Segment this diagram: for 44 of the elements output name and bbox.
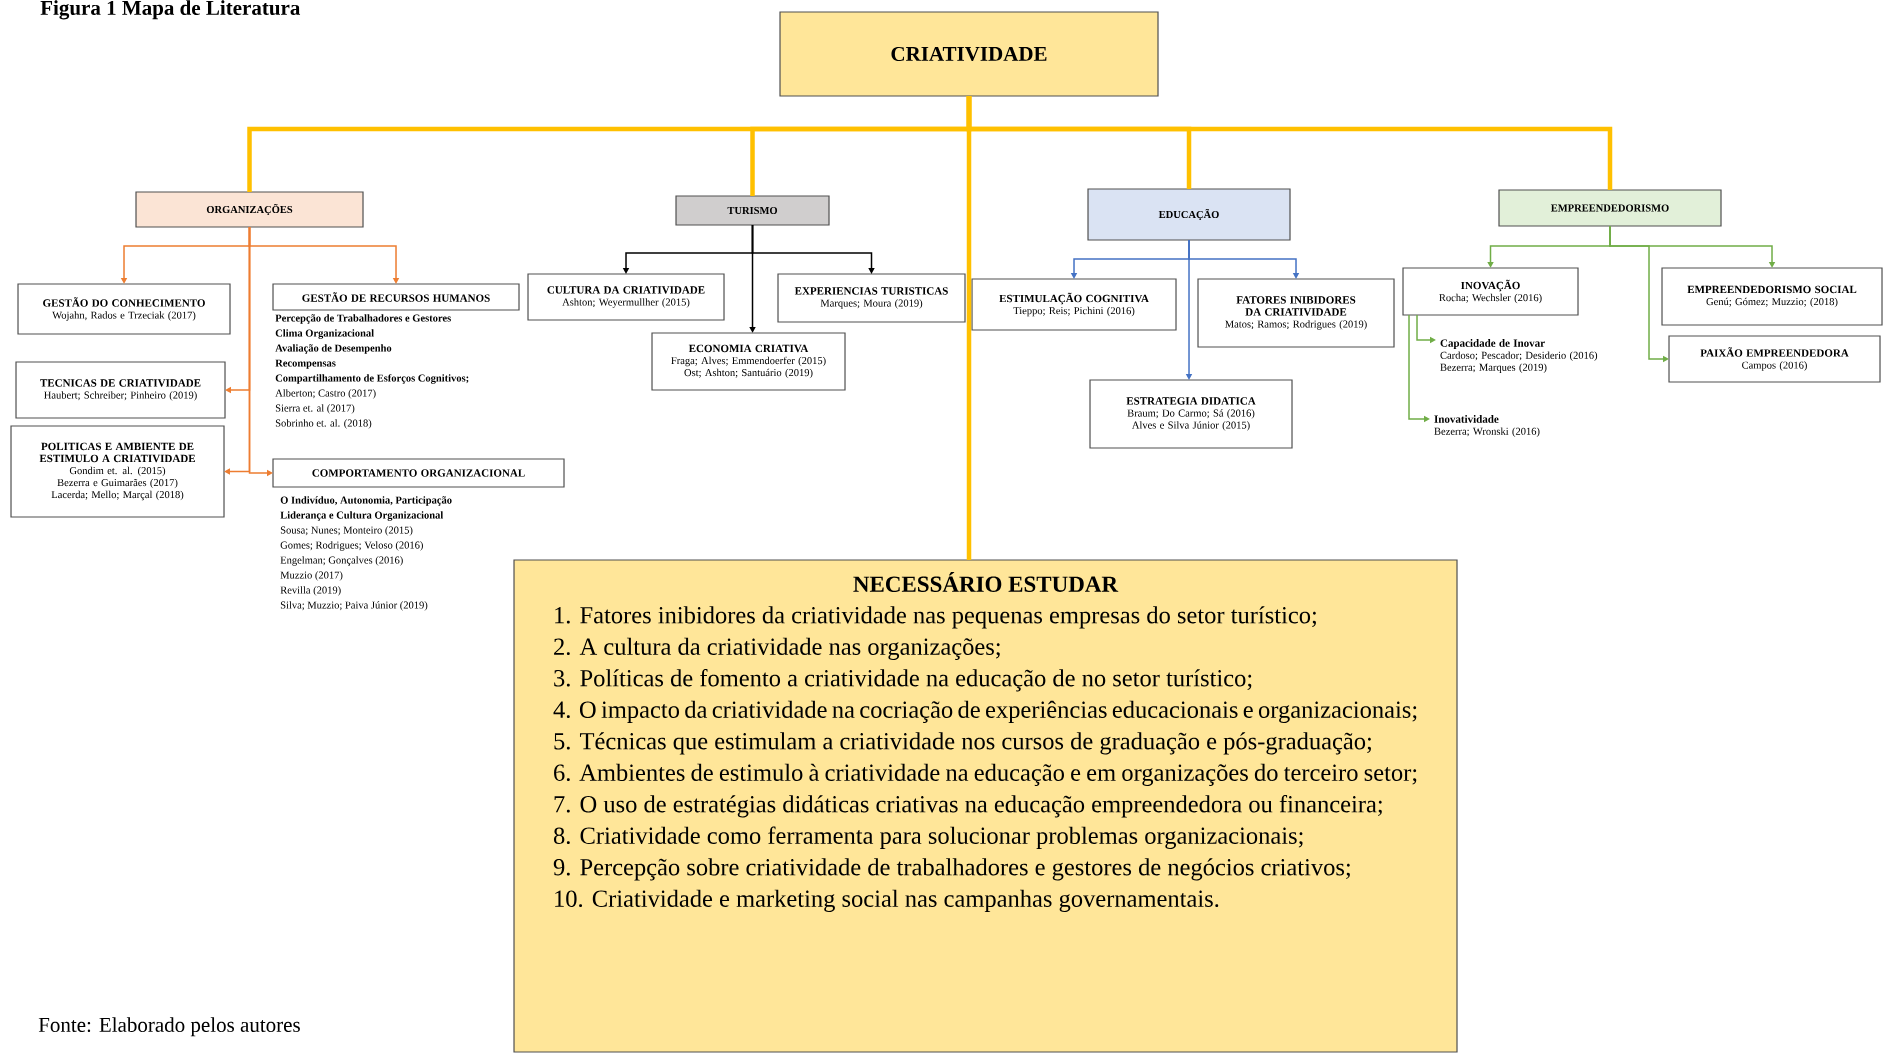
arrow <box>749 224 756 333</box>
reference-list: O Indivíduo, Autonomia, Participação Liderança e Cultura Organizacional Sousa; Nunes; Monteiro (2015) Gomes; Rodrigues; Veloso (2016) Engelman; Gonçalves (2016) Muzzio (2017) Revilla (2019) Silva; Muzzio; Paiva Júnior (2019) <box>280 496 452 611</box>
topic-text: Capacidade de Inovar Cardoso; Pescador; Desiderio (2016) Bezerra; Marques (2019) <box>1440 339 1598 373</box>
topic-box: TECNICAS DE CRIATIVIDADE Haubert; Schreiber; Pinheiro (2019) <box>15 361 226 419</box>
topic-box: CULTURA DA CRIATIVIDADE Ashton; Weyermullher (2015) <box>527 273 725 321</box>
root-box: CRIATIVIDADE <box>779 11 1159 97</box>
topic-text: Inovatividade Bezerra; Wronski (2016) <box>1434 415 1540 437</box>
topic-box: ESTIMULAÇÃO COGNITIVA Tieppo; Reis; Pichini (2016) <box>971 278 1177 331</box>
node-label: Recompensas <box>275 359 336 369</box>
node-label: Clima Organizacional <box>275 329 374 339</box>
node-label: Alberton; Castro (2017) <box>275 389 376 399</box>
node-label: Silva; Muzzio; Paiva Júnior (2019) <box>280 601 428 611</box>
topic-box: EMPREENDEDORISMO SOCIAL Genú; Gómez; Muzzio; (2018) <box>1661 267 1883 326</box>
node-label: Sobrinho et. al. (2018) <box>275 419 372 429</box>
node-label: Percepção de Trabalhadores e Gestores <box>275 314 451 324</box>
node-label: Avaliação de Desempenho <box>275 344 392 354</box>
category-box: TURISMO <box>675 195 830 226</box>
topic-box: FATORES INIBIDORES DA CRIATIVIDADE Matos; Ramos; Rodrigues (2019) <box>1197 278 1395 348</box>
note-box: NECESSÁRIO ESTUDAR 1. Fatores inibidores da criatividade nas pequenas empresas do setor turístico; 2. A cultura da criatividade nas organizações; 3. Políticas de fomento a criatividade na educação de no setor turístico; 4. O impacto da criatividade na cocriação de experiências educacionais e organizacionais; 5. Técnicas que estimulam a criatividade nos cursos de graduação e pós-graduação; 6. Ambientes de estimulo à criatividade na educação e em organizações do terceiro setor; 7. O uso de estratégias didáticas criativas na educação empreendedora ou financeira; 8. Criatividade como ferramenta para solucionar problemas organizacionais; 9. Percepção sobre criatividade de trabalhadores e gestores de negócios criativos; 10. Criatividade e marketing social nas campanhas governamentais. <box>513 559 1458 1053</box>
topic-box: PAIXÃO EMPREENDEDORA Campos (2016) <box>1668 335 1881 383</box>
node-label: O Indivíduo, Autonomia, Participação <box>280 496 452 506</box>
topic-box: EXPERIENCIAS TURISTICAS Marques; Moura (2019) <box>777 273 966 323</box>
topic-box: ESTRATEGIA DIDATICA Braum; Do Carmo; Sá (2016) Alves e Silva Júnior (2015) <box>1089 379 1293 449</box>
node-label: Liderança e Cultura Organizacional <box>280 511 444 521</box>
topic-box: POLITICAS E AMBIENTE DE ESTIMULO A CRIATIVIDADE Gondim et. al. (2015) Bezerra e Guimarães (2017) Lacerda; Mello; Marçal (2018) <box>10 425 225 518</box>
category-box: ORGANIZAÇÕES <box>135 191 364 228</box>
node-label: Muzzio (2017) <box>280 571 343 581</box>
node-label: Sousa; Nunes; Monteiro (2015) <box>280 526 413 536</box>
category-box: EDUCAÇÃO <box>1087 188 1291 241</box>
node-label: Compartilhamento de Esforços Cognitivos; <box>275 374 469 384</box>
topic-box: GESTÃO DE RECURSOS HUMANOS <box>272 283 520 311</box>
node-label: Sierra et. al (2017) <box>275 404 355 414</box>
topic-box: COMPORTAMENTO ORGANIZACIONAL <box>272 458 565 488</box>
reference-list: Percepção de Trabalhadores e Gestores Clima Organizacional Avaliação de Desempenho Recompensas Compartilhamento de Esforços Cognitivos; Alberton; Castro (2017) Sierra et. al (2017) Sobrinho et. al. (2018) <box>275 314 469 429</box>
topic-box: ECONOMIA CRIATIVA Fraga; Alves; Emmendoerfer (2015) Ost; Ashton; Santuário (2019) <box>651 332 846 391</box>
topic-box: GESTÃO DO CONHECIMENTO Wojahn, Rados e Trzeciak (2017) <box>17 283 231 335</box>
source-note: Fonte: Elaborado pelos autores <box>38 1017 300 1037</box>
topic-box: INOVAÇÃO Rocha; Wechsler (2016) <box>1402 267 1579 316</box>
connector-line <box>966 96 972 560</box>
node-label: Gomes; Rodrigues; Veloso (2016) <box>280 541 423 551</box>
node-label: Engelman; Gonçalves (2016) <box>280 556 403 566</box>
figure-title: Figura 1 Mapa de Literatura <box>40 0 301 20</box>
node-label: Revilla (2019) <box>280 586 341 596</box>
category-box: EMPREENDEDORISMO <box>1498 189 1722 227</box>
